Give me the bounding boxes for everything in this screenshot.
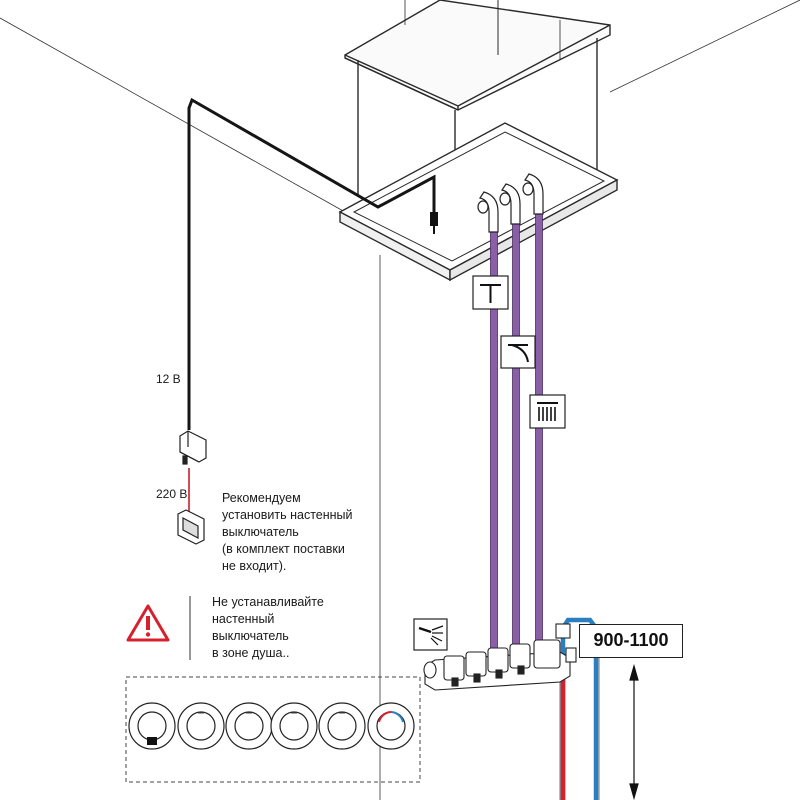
mixer-valve-block xyxy=(423,623,577,691)
voltage-label-220v: 220 В xyxy=(156,487,188,501)
recommendation-line: установить настенный xyxy=(222,508,353,522)
shower-panel-frame xyxy=(338,122,619,282)
warning-line: Не устанавливайте xyxy=(212,595,324,609)
recommendation-line: не входит). xyxy=(222,559,287,573)
recommendation-line: (в комплект поставки xyxy=(222,542,345,556)
hand-shower-icon xyxy=(413,618,448,651)
ceiling-mount-frame xyxy=(344,0,611,258)
mounting-height-label: 900-1100 xyxy=(579,624,683,658)
control-knob-1 xyxy=(177,702,225,750)
wall-switch xyxy=(177,509,205,545)
rain-shower-icon xyxy=(472,275,509,310)
warning-line: настенный xyxy=(212,612,275,626)
control-panel xyxy=(125,676,421,783)
waterfall-icon xyxy=(500,335,536,369)
warning-line: выключатель xyxy=(212,629,289,643)
warning-line: в зоне душа.. xyxy=(212,646,290,660)
control-knob-2 xyxy=(225,702,273,750)
supply-pipes xyxy=(490,206,543,660)
recommendation-note: Рекомендуем установить настенный выключа… xyxy=(222,490,353,575)
control-knob-4 xyxy=(318,702,366,750)
cascade-shower-icon xyxy=(529,394,566,429)
control-knob-light xyxy=(128,702,176,750)
height-dimension-arrow xyxy=(629,663,639,800)
power-cable xyxy=(187,97,438,512)
transformer-box xyxy=(179,430,207,465)
recommendation-line: Рекомендуем xyxy=(222,491,301,505)
outlet-elbows xyxy=(477,173,544,233)
warning-triangle-icon xyxy=(126,604,170,642)
warning-note: Не устанавливайте настенный выключатель … xyxy=(212,594,324,662)
recommendation-line: выключатель xyxy=(222,525,299,539)
thermostat-knob xyxy=(367,702,415,750)
voltage-label-12v: 12 В xyxy=(156,372,181,386)
control-knob-3 xyxy=(270,702,318,750)
